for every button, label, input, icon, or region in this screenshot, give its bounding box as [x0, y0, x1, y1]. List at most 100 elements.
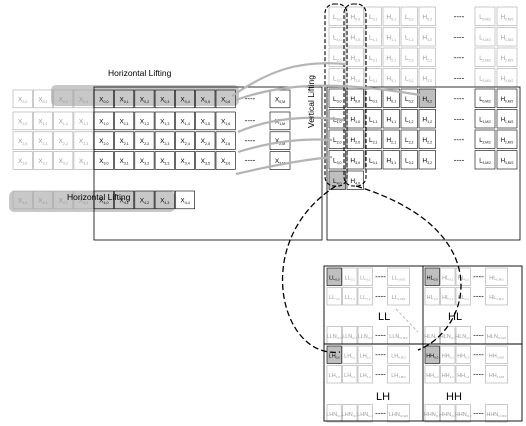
input-cell-label: X0,0 [99, 96, 108, 104]
subband-cell-label: HH0,M/2 [489, 353, 505, 359]
lifting-arrow [235, 155, 333, 176]
input-cell: X1,2 [134, 111, 155, 131]
subband-cell-label: HL0,1 [442, 275, 454, 281]
subband-dashes: ---- [375, 331, 386, 340]
input-cell: X3,1 [114, 151, 135, 170]
subband-cell-label: LH1,1 [344, 373, 356, 379]
lifted-cell-label: L3,1 [369, 157, 378, 165]
lifted-cell: L1,1 [364, 27, 382, 47]
input-cell-label: X3,3 [79, 158, 88, 166]
ll-band-label: LL [378, 311, 390, 323]
bottom-lifting-band [9, 191, 175, 212]
lifted-dashes: ---- [454, 115, 465, 124]
lifted-cell: H0,0 [346, 88, 364, 108]
lifted-cell: L3,1 [364, 68, 382, 88]
subband-cell-label: LL1,2 [360, 295, 371, 301]
subband-cell: LLN/2,M/2 [387, 326, 410, 345]
input-cell: X1,2 [53, 111, 74, 131]
input-cell-label: X2,5 [201, 138, 210, 146]
lifted-cell: H1,1 [382, 109, 400, 129]
lifted-cell-label: H2,1 [386, 137, 396, 145]
input-last-cell: X0,M [269, 89, 291, 109]
subband-cell-label: HHN/2,M/2 [486, 412, 507, 418]
subband-cell: LL0,0 [326, 267, 342, 286]
input-cell: X3,2 [53, 151, 74, 170]
input-cell-label: X3,3 [160, 158, 169, 166]
input-cell: X0,2 [134, 89, 155, 109]
input-cell-label: X2,4 [180, 138, 189, 146]
lifted-cell-label: H3,1 [386, 75, 396, 83]
input-cell: X3,6 [215, 151, 236, 170]
input-cell-label: X1,1 [38, 118, 47, 126]
subband-dashes: ---- [375, 272, 386, 281]
input-cell: X3,5 [195, 151, 216, 170]
lifted-cell-label: H1,2 [422, 116, 432, 124]
subband-cell-label: LHN/2,0 [326, 412, 342, 418]
subband-cell: LH1,M/2 [387, 365, 410, 384]
lifted-cell: L3,0 [328, 150, 346, 170]
lifted-cell: L0,2 [400, 88, 418, 108]
subband-cell: HLN/2,2 [455, 326, 472, 345]
subband-cell: HHN/2,2 [455, 404, 472, 423]
lifted-cell: H1,2 [418, 27, 436, 47]
subband-cell-label: HL0,0 [427, 275, 439, 281]
subband-cell: HHN/2,1 [439, 404, 457, 423]
input-cell-label: X4,2 [59, 197, 68, 205]
input-cell-label: X0,4 [180, 96, 189, 104]
subband-cell-label: HL1,0 [427, 295, 439, 301]
lifted-last-cell: L2,M/2 [474, 47, 496, 67]
subband-cell: HL0,M/2 [485, 267, 508, 286]
input-cell-label: X0,5 [201, 96, 210, 104]
subband-cell: LL0,M/2 [387, 267, 410, 286]
input-cell: X1,6 [215, 111, 236, 131]
lifted-cell: L2,1 [364, 129, 382, 149]
subband-cell-label: LL0,0 [329, 275, 340, 281]
lifted-cell-label: L3,2 [405, 75, 414, 83]
lifted-cell-label: H0,0 [350, 96, 360, 104]
lifted-cell-label: L1,0 [333, 34, 342, 42]
lifting-arrow [237, 138, 333, 154]
lifted-cell-label: L1,1 [369, 34, 378, 42]
lifted-cell: L2,2 [400, 47, 418, 67]
subband-cell: LL1,0 [326, 287, 342, 306]
input-cell-label: X0,6 [221, 96, 230, 104]
lifted-cell-label: L0,2 [405, 96, 414, 104]
input-cell-label: X4,4 [180, 197, 189, 205]
input-cell-label: X0,1 [119, 96, 128, 104]
input-cell: X1,5 [195, 111, 216, 131]
subband-cell: LHN/2,1 [342, 404, 358, 423]
lifted-cell-label: L2,2 [405, 137, 414, 145]
input-cell: X4,2 [134, 190, 155, 210]
input-cell: X0,6 [215, 89, 236, 109]
lifted-last-cell-label: L2,M/2 [479, 138, 491, 145]
input-cell: X3,2 [134, 151, 155, 170]
subband-cell: HLN/2,1 [440, 326, 456, 345]
lifted-cell-label: L0,0 [333, 96, 342, 104]
lifted-cell: L1,1 [364, 109, 382, 129]
hl-band-label: HL [448, 311, 462, 323]
subband-cell-label: HL1,2 [458, 295, 470, 301]
input-cell-label: X1,2 [59, 118, 68, 126]
input-cell: X2,4 [175, 131, 195, 150]
subband-cell: HH1,2 [455, 365, 471, 384]
input-cell-label: X2,2 [140, 138, 149, 146]
input-cell-label: X1,4 [180, 118, 189, 126]
subband-dashes: ---- [375, 370, 386, 379]
vertical-lifting-label: Vertical Lifting [306, 75, 316, 128]
lifted-cell: L1,2 [400, 109, 418, 129]
subband-cell: HH0,M/2 [485, 345, 508, 364]
input-cell-label: X3,6 [221, 158, 230, 166]
lifting-arrow [235, 84, 421, 102]
lifted-cell: L0,0 [328, 6, 346, 26]
lifted-last-cell-label: H1,M/2 [501, 117, 514, 124]
input-cell-label: X3,1 [119, 158, 128, 166]
lifted-last-cell-label: H0,M/2 [501, 97, 514, 104]
input-cell-label: X1,1 [119, 118, 128, 126]
input-cell-label: X3,0 [99, 158, 108, 166]
subband-cell: LL1,1 [342, 287, 358, 306]
subband-cell-label: HLN/2,0 [424, 334, 440, 340]
input-dashes: ---- [245, 94, 256, 103]
subband-cell-label: HH1,2 [457, 373, 469, 379]
lifted-cell-label: L2,0 [333, 55, 342, 63]
lifted-dashes: ---- [454, 135, 465, 144]
